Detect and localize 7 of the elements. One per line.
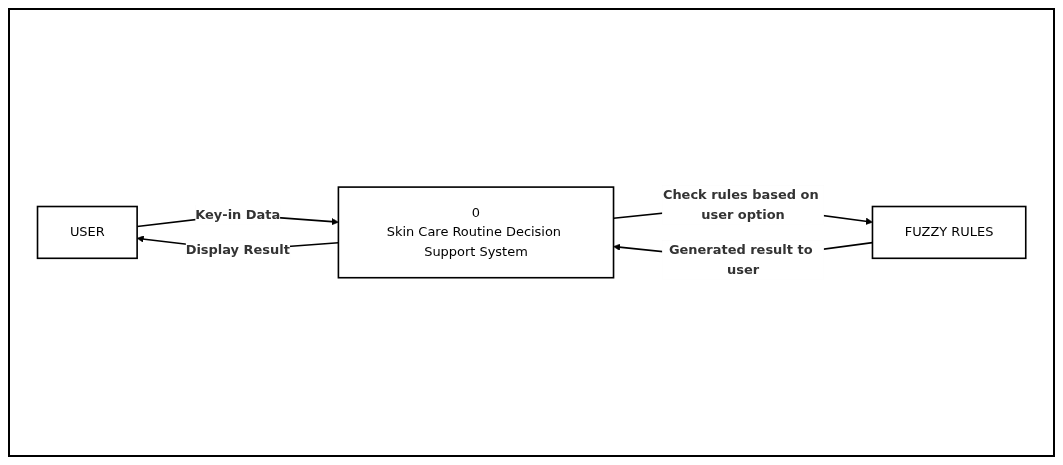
edge-label: Key-in Data — [195, 206, 281, 222]
edge-label: Check rules based on user option — [662, 187, 819, 222]
edge-label: Display Result — [185, 242, 290, 258]
node-box: FUZZY RULES — [871, 205, 1027, 260]
node-box: USER — [36, 205, 138, 260]
edge-label: Generated result to user — [668, 242, 813, 278]
node-box: 0 Skin Care Routine Decision Support System — [337, 186, 615, 279]
